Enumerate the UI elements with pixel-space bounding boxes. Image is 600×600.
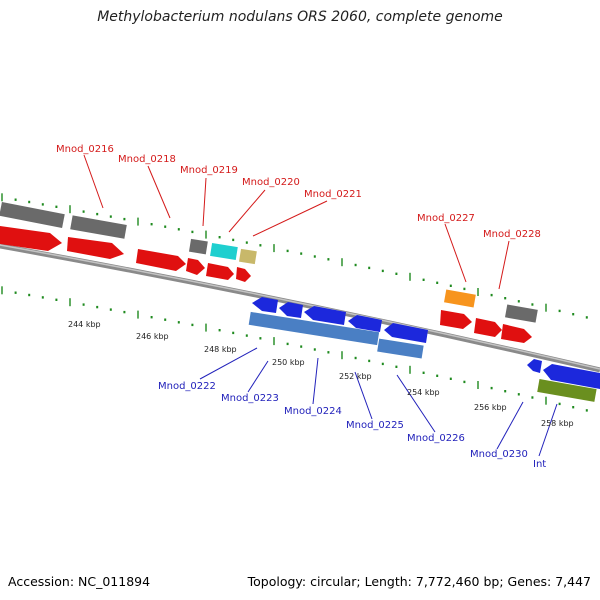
map-title: Methylobacterium nodulans ORS 2060, comp… [97,9,503,25]
gene-arrow-blue[interactable] [304,306,346,325]
gene-arrow-blue[interactable] [527,359,542,373]
gene-block-steelblue[interactable] [377,338,424,359]
ruler-label: 256 kbp [474,403,507,412]
gene-arrow-blue[interactable] [543,364,600,389]
gene-arrow-blue[interactable] [384,323,428,343]
ruler-label: 244 kbp [68,320,101,329]
ruler-label: 254 kbp [407,388,440,397]
gene-block-gray[interactable] [189,238,208,255]
lower-callout-lines [199,347,558,457]
gene-block-cyan[interactable] [210,243,238,260]
gene-label[interactable]: Mnod_0228 [483,229,541,240]
gene-arrow-red[interactable] [136,249,186,271]
gene-arrow-red[interactable] [440,310,472,329]
forward-strand-genes [0,202,538,343]
genome-backbone [0,243,600,373]
gene-arrow-blue[interactable] [348,315,382,332]
gene-arrow-red[interactable] [474,318,502,337]
gene-label[interactable]: Mnod_0216 [56,144,114,155]
ruler-label: 250 kbp [272,358,305,367]
gene-label[interactable]: Mnod_0220 [242,177,300,188]
gene-block-tan[interactable] [239,248,257,265]
gene-label[interactable]: Mnod_0230 [470,449,528,460]
upper-callout-lines [83,154,510,290]
gene-arrow-red[interactable] [236,267,251,282]
gene-label[interactable]: Int [533,459,546,470]
gene-block-gray[interactable] [70,215,127,239]
gene-block-gray[interactable] [505,304,538,323]
upper-ruler-ticks [1,193,588,319]
gene-arrow-red[interactable] [501,324,532,343]
upper-gene-labels: Mnod_0216 Mnod_0218 Mnod_0219 Mnod_0220 … [56,144,541,240]
ruler-label: 252 kbp [339,372,372,381]
gene-label[interactable]: Mnod_0222 [158,381,216,392]
gene-label[interactable]: Mnod_0227 [417,213,475,224]
gene-block-steelblue[interactable] [248,311,380,346]
gene-arrow-red[interactable] [67,237,124,259]
gene-block-olive[interactable] [537,379,597,402]
gene-arrow-red[interactable] [206,263,234,280]
gene-arrow-blue[interactable] [279,302,303,318]
genome-backbone-highlight [0,244,600,370]
gene-label[interactable]: Mnod_0225 [346,420,404,431]
gene-label[interactable]: Mnod_0223 [221,393,279,404]
accession-text: Accession: NC_011894 [8,574,151,589]
ruler-label: 258 kbp [541,419,574,428]
gene-label[interactable]: Mnod_0221 [304,189,362,200]
ruler-position-labels: 244 kbp 246 kbp 248 kbp 250 kbp 252 kbp … [68,320,574,428]
ruler-label: 248 kbp [204,345,237,354]
lower-gene-labels: Mnod_0222 Mnod_0223 Mnod_0224 Mnod_0225 … [158,381,546,470]
ruler-label: 246 kbp [136,332,169,341]
gene-arrow-red[interactable] [0,226,62,251]
gene-label[interactable]: Mnod_0219 [180,165,238,176]
gene-arrow-blue[interactable] [252,297,278,313]
gene-label[interactable]: Mnod_0226 [407,433,465,444]
gene-label[interactable]: Mnod_0224 [284,406,342,417]
reverse-strand-genes [248,297,600,402]
lower-ruler-ticks [1,286,588,412]
gene-label[interactable]: Mnod_0218 [118,154,176,165]
gene-block-orange[interactable] [444,289,476,308]
topology-text: Topology: circular; Length: 7,772,460 bp… [247,574,591,589]
gene-block-gray[interactable] [0,202,65,228]
gene-arrow-red[interactable] [186,258,205,275]
